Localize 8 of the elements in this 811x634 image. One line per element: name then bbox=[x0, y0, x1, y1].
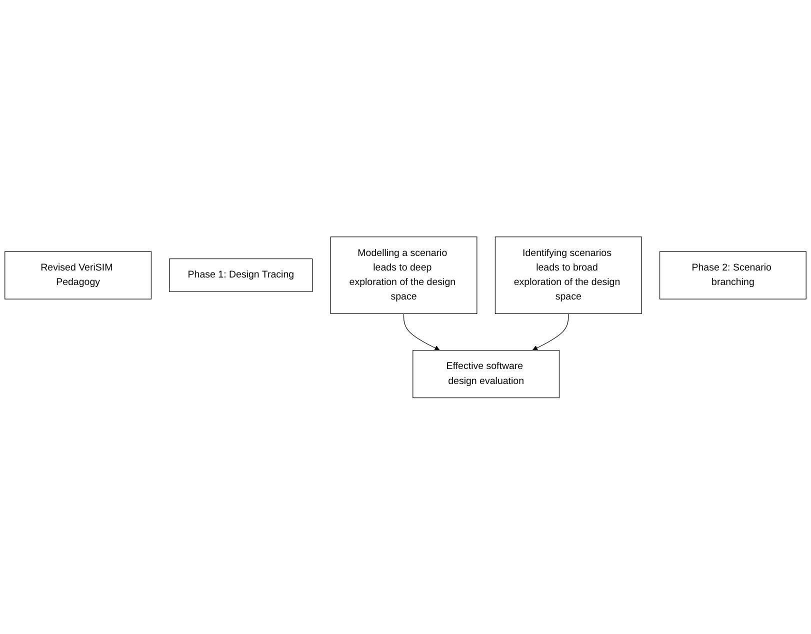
node-box: Revised VeriSIM Pedagogy bbox=[4, 250, 152, 300]
node-box: Modelling a scenario leads to deep exploration of the design space bbox=[330, 236, 478, 314]
node-box: Phase 1: Design Tracing bbox=[169, 258, 313, 292]
node-box: Identifying scenarios leads to broad exploration of the design space bbox=[494, 236, 642, 314]
arrow bbox=[532, 313, 569, 350]
node-box: Phase 2: Scenario branching bbox=[660, 250, 806, 300]
node-box: Effective software design evaluation bbox=[412, 350, 560, 398]
arrow bbox=[403, 313, 440, 350]
